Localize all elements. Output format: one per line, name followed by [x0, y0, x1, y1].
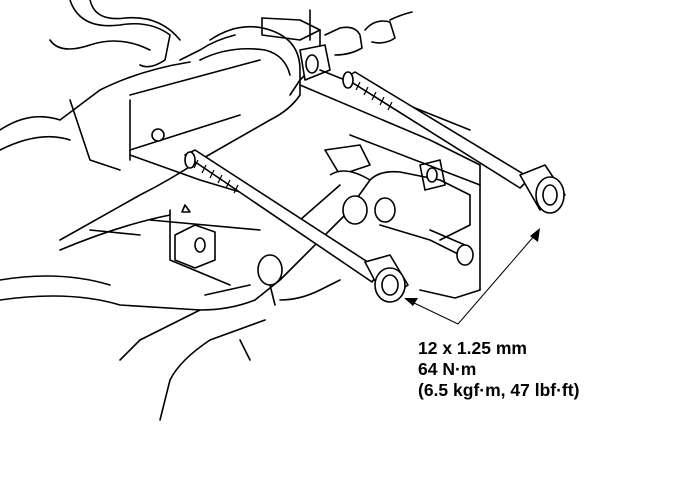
left-bracket [174, 204, 216, 269]
upper-mounting-bolt [342, 71, 566, 214]
lower-mounting-bolt [184, 149, 409, 303]
lower-subframe [0, 229, 201, 311]
bolt-size-label: 12 x 1.25 mm [418, 338, 527, 358]
upper-body-panel [0, 0, 236, 171]
torque-alt-label: (6.5 kgf·m, 47 lbf·ft) [418, 380, 580, 400]
torque-spec-callout: 12 x 1.25 mm 64 N·m (6.5 kgf·m, 47 lbf·f… [418, 338, 579, 401]
subframe-beam [59, 25, 301, 251]
upper-mount-bracket [261, 9, 413, 96]
stabilizer-link [342, 159, 474, 266]
leader-lines [404, 228, 540, 325]
torque-nm-label: 64 N·m [418, 359, 477, 379]
